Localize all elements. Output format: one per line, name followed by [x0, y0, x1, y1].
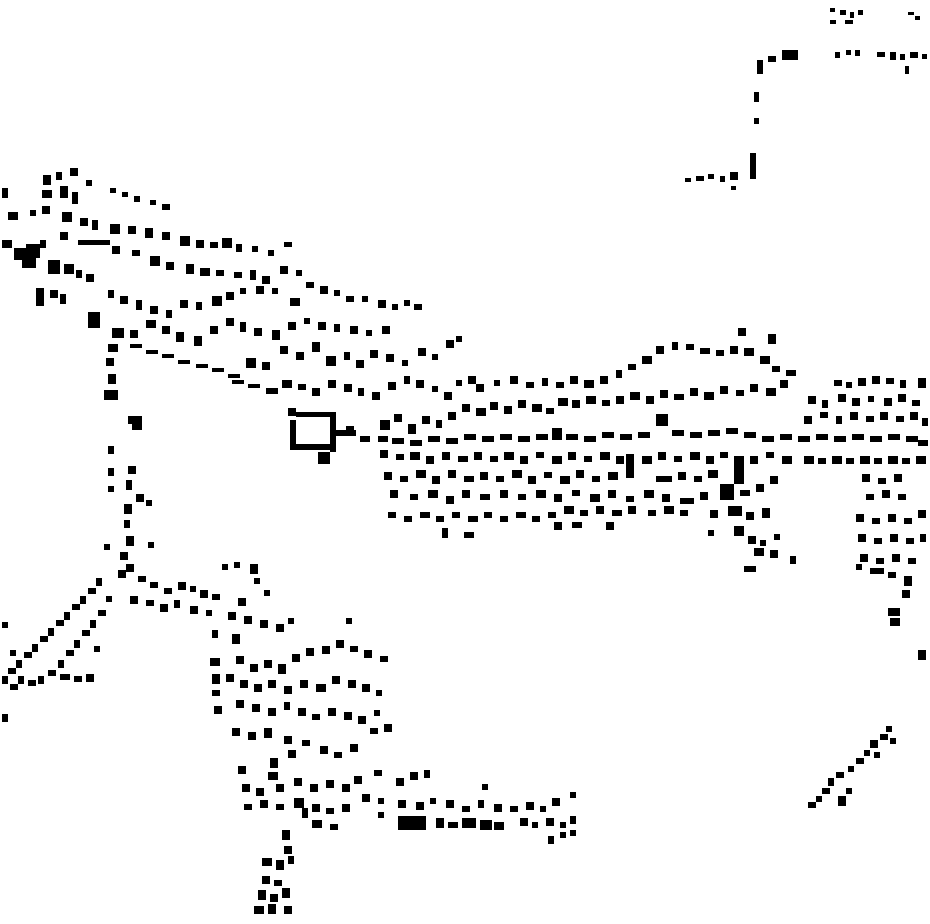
northwest-hillside-buildings [2, 168, 476, 430]
northeast-outpost-buildings [685, 8, 927, 190]
southeast-spur-buildings [808, 726, 896, 808]
east-district-buildings [762, 376, 928, 660]
south-cluster-buildings [210, 562, 576, 914]
southwest-spur-buildings [2, 446, 220, 722]
walled-compound [288, 408, 370, 464]
central-valley-buildings [378, 328, 796, 572]
